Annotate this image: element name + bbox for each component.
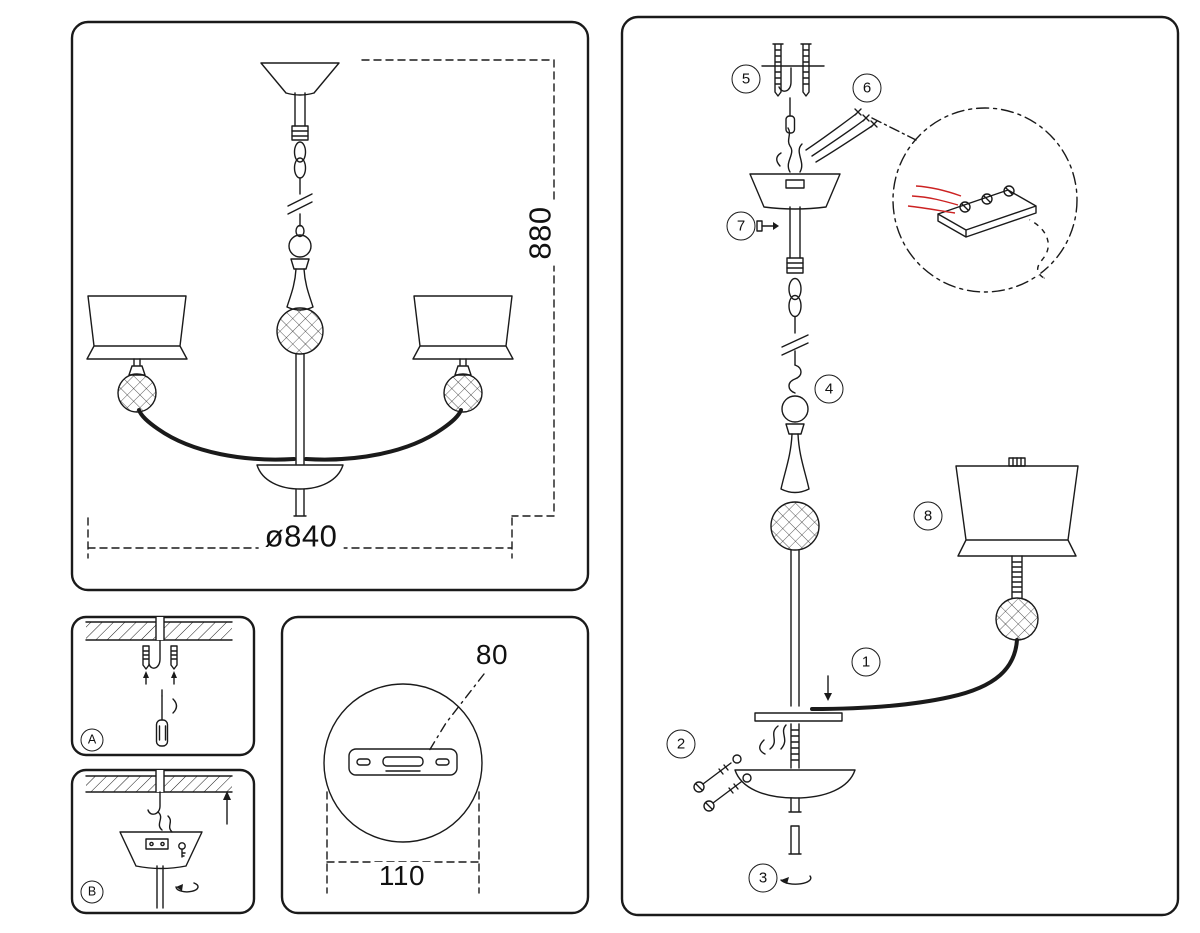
shade-arm-group	[810, 457, 1079, 711]
canopy-outline	[119, 831, 203, 870]
step-badge-1: 1	[851, 647, 881, 677]
hanging-ring	[781, 395, 809, 423]
terminal-detail-circle	[892, 107, 1078, 293]
hook-icon	[778, 67, 792, 92]
dim-line-height	[361, 59, 555, 517]
panel-label-b: B	[80, 880, 104, 904]
step-badge-2: 2	[666, 729, 696, 759]
screwdriver-icon	[785, 97, 796, 134]
exploded-assembly-drawing	[693, 43, 1079, 885]
plate-slot-dimension-label: 80	[469, 641, 515, 669]
wire-leads-red	[907, 185, 962, 214]
arm-hub	[754, 712, 843, 722]
wire-group	[805, 108, 917, 163]
faceted-ball	[443, 373, 483, 413]
step-badge-3: 3	[748, 863, 778, 893]
wire-icon	[157, 811, 173, 833]
faceted-ball	[770, 501, 820, 551]
panel-overview-border	[70, 20, 590, 592]
mount-step-a-drawing	[85, 616, 233, 747]
step-badge-6: 6	[852, 73, 882, 103]
faceted-ball	[276, 307, 324, 355]
screw-icon	[756, 220, 779, 232]
screwdriver-icon	[155, 689, 178, 747]
panel-assembly-border	[620, 15, 1180, 917]
s-hook-icon	[788, 364, 802, 394]
plate-length-dimension-label: 110	[372, 862, 432, 890]
bolt-group	[693, 754, 752, 812]
height-dimension-label: 880	[523, 200, 558, 266]
key-icon	[178, 842, 186, 858]
anchor-group	[761, 43, 825, 134]
step-badge-5: 5	[731, 64, 761, 94]
wall-anchor-icon	[142, 645, 150, 670]
faceted-ball	[117, 373, 157, 413]
step-badge-8: 8	[913, 501, 943, 531]
wire-icon	[759, 724, 787, 755]
finial	[788, 825, 802, 855]
panel-label-a: A	[80, 728, 104, 752]
rotate-arrow-icon	[175, 882, 199, 893]
faceted-ball	[995, 597, 1039, 641]
wall-anchor-icon	[170, 645, 178, 670]
mount-step-b-drawing	[85, 769, 233, 909]
diameter-dimension-label: ø840	[258, 520, 344, 552]
leader-line-80	[428, 673, 485, 752]
canopy-outline	[749, 173, 841, 210]
overview-chandelier-drawing	[86, 59, 555, 559]
dim-line-diameter	[87, 517, 513, 559]
step-badge-7: 7	[726, 211, 756, 241]
wire-icon	[776, 127, 803, 173]
step-badge-4: 4	[814, 374, 844, 404]
mounting-bracket	[348, 748, 458, 776]
rotate-arrow-icon	[780, 875, 812, 885]
panel-plate-border	[280, 615, 590, 915]
hook-icon	[147, 791, 161, 815]
mounting-plate-detail-drawing	[323, 673, 485, 894]
hook-icon	[148, 640, 161, 669]
